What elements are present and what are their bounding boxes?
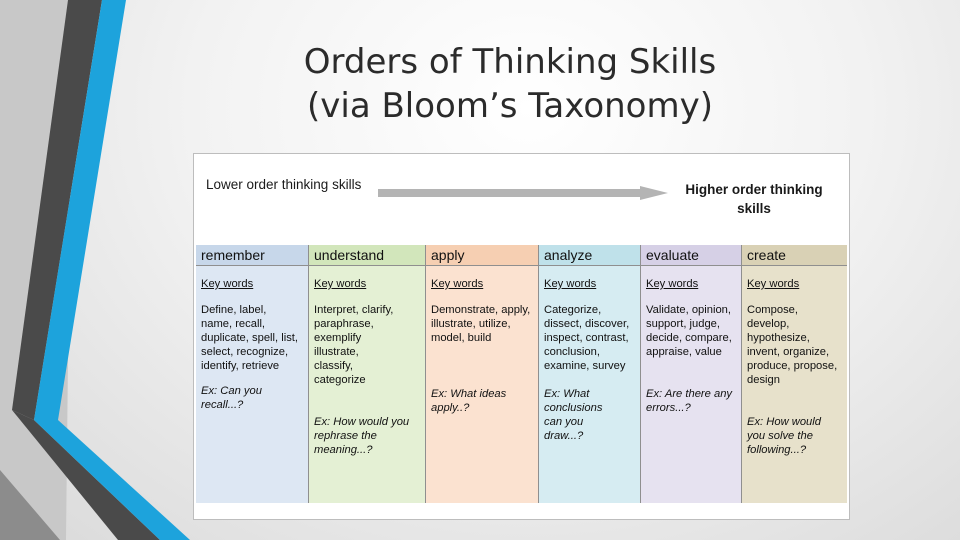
column-understand: understand Key words Interpret, clarify,…: [309, 245, 426, 503]
key-words-list: Demonstrate, apply, illustrate, utilize,…: [431, 304, 531, 344]
higher-order-label: Higher order thinking skills: [685, 182, 823, 216]
right-arrow-icon: [378, 186, 668, 200]
example-question: Ex: How would you rephrase the meaning..…: [314, 416, 410, 456]
key-words-list: Define, label, name, recall, duplicate, …: [201, 304, 299, 372]
key-words-list: Validate, opinion, support, judge, decid…: [646, 304, 732, 358]
title-line-2: (via Bloom’s Taxonomy): [306, 86, 713, 126]
column-heading: remember: [196, 245, 308, 266]
example-question: Ex: Are there any errors...?: [646, 388, 733, 414]
example-question: Ex: How would you solve the following...…: [747, 416, 821, 456]
column-body: Key words Define, label, name, recall, d…: [196, 266, 308, 412]
column-heading: evaluate: [641, 245, 741, 266]
lower-order-label: Lower order thinking skills: [206, 177, 362, 192]
column-apply: apply Key words Demonstrate, apply, illu…: [426, 245, 539, 503]
key-words-label: Key words: [201, 278, 254, 290]
column-body: Key words Categorize, dissect, discover,…: [539, 266, 640, 443]
key-words-label: Key words: [544, 278, 597, 290]
column-remember: remember Key words Define, label, name, …: [196, 245, 309, 503]
column-analyze: analyze Key words Categorize, dissect, d…: [539, 245, 641, 503]
key-words-label: Key words: [431, 278, 484, 290]
key-words-label: Key words: [747, 278, 800, 290]
column-body: Key words Validate, opinion, support, ju…: [641, 266, 741, 415]
column-heading: analyze: [539, 245, 640, 266]
column-heading: create: [742, 245, 847, 266]
column-body: Key words Compose, develop, hypothesize,…: [742, 266, 847, 457]
column-heading: understand: [309, 245, 425, 266]
column-body: Key words Interpret, clarify, paraphrase…: [309, 266, 425, 457]
blooms-taxonomy-table: Lower order thinking skills Higher order…: [193, 153, 850, 520]
key-words-label: Key words: [314, 278, 367, 290]
key-words-list: Interpret, clarify, paraphrase, exemplif…: [314, 304, 394, 386]
title-line-1: Orders of Thinking Skills: [303, 42, 717, 82]
key-words-label: Key words: [646, 278, 699, 290]
column-heading: apply: [426, 245, 538, 266]
column-create: create Key words Compose, develop, hypot…: [742, 245, 847, 503]
key-words-list: Compose, develop, hypothesize, invent, o…: [747, 304, 838, 386]
slide-title: Orders of Thinking Skills (via Bloom’s T…: [240, 40, 780, 128]
example-question: Ex: What ideas apply..?: [431, 388, 507, 414]
column-evaluate: evaluate Key words Validate, opinion, su…: [641, 245, 742, 503]
column-body: Key words Demonstrate, apply, illustrate…: [426, 266, 538, 415]
order-header: Lower order thinking skills Higher order…: [196, 156, 847, 246]
example-question: Ex: Can you recall...?: [201, 385, 262, 411]
key-words-list: Categorize, dissect, discover, inspect, …: [544, 304, 630, 372]
example-question: Ex: What conclusions can you draw...?: [544, 388, 603, 442]
